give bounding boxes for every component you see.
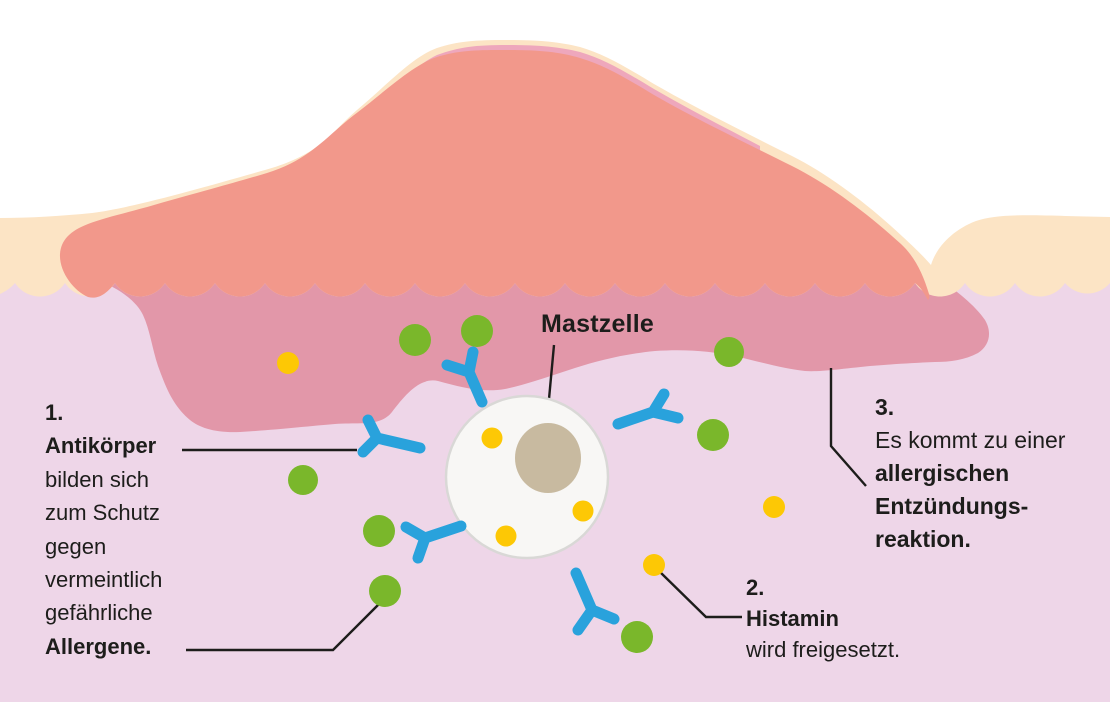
step1-keyword-antikoerper: Antikörper — [45, 433, 157, 459]
allergen-icon — [461, 315, 493, 347]
step3-keyword: Entzündungs- — [875, 493, 1029, 519]
allergen-icon — [621, 621, 653, 653]
mast-cell-label: Mastzelle — [541, 310, 654, 338]
step1-line: gegen — [45, 533, 107, 559]
antibody-icon — [570, 567, 620, 636]
step3-line: Es kommt zu einer — [875, 427, 1066, 453]
annotation-line-histamin — [658, 570, 742, 619]
histamine-icon — [495, 525, 517, 547]
annotation-line-mastzelle — [547, 344, 556, 400]
histamine-icon — [481, 427, 503, 449]
step2-number: 2. — [746, 575, 765, 600]
histamine-icon — [763, 496, 785, 518]
histamine-icon — [572, 500, 594, 522]
step3-number: 3. — [875, 394, 895, 420]
annotation-line-entzuendung — [829, 368, 867, 487]
allergen-icon — [363, 515, 395, 547]
step3-keyword: allergischen — [875, 460, 1010, 486]
allergen-icon — [399, 324, 431, 356]
step1-line: bilden sich — [45, 466, 149, 492]
step2-keyword-histamin: Histamin — [746, 606, 839, 631]
step2-text-block: 2. Histamin wird freigesetzt. — [746, 572, 900, 665]
inflamed-dermis-region — [88, 279, 990, 433]
histamine-granules — [481, 427, 594, 547]
mast-cell-nucleus — [515, 423, 581, 493]
histamine-released — [277, 352, 785, 576]
histamine-icon — [643, 554, 665, 576]
annotation-line-allergene — [186, 596, 387, 652]
histamine-icon — [277, 352, 299, 374]
annotation-lines — [182, 344, 867, 652]
step1-keyword-allergene: Allergene. — [45, 633, 152, 659]
allergen-icon — [288, 465, 318, 495]
step2-line: wird freigesetzt. — [746, 637, 901, 662]
antibodies — [357, 346, 684, 636]
antibody-icon — [400, 520, 467, 564]
step1-line: vermeintlich — [45, 567, 163, 593]
antibody-icon — [612, 388, 684, 430]
allergen-icon — [369, 575, 401, 607]
allergen-icon — [714, 337, 744, 367]
step1-line: gefährliche — [45, 600, 153, 626]
step3-keyword: reaktion. — [875, 526, 971, 552]
antibody-icon — [441, 346, 488, 408]
allergens — [288, 315, 744, 653]
antibody-icon — [357, 414, 426, 458]
step1-line: zum Schutz — [45, 500, 160, 526]
allergen-icon — [697, 419, 729, 451]
swelling-blob — [59, 50, 930, 300]
step3-text-block: 3. Es kommt zu einer allergischen Entzün… — [875, 391, 1065, 556]
step1-number: 1. — [45, 400, 64, 425]
step1-text-block: 1. Antikörper bilden sich zum Schutz geg… — [45, 396, 162, 663]
